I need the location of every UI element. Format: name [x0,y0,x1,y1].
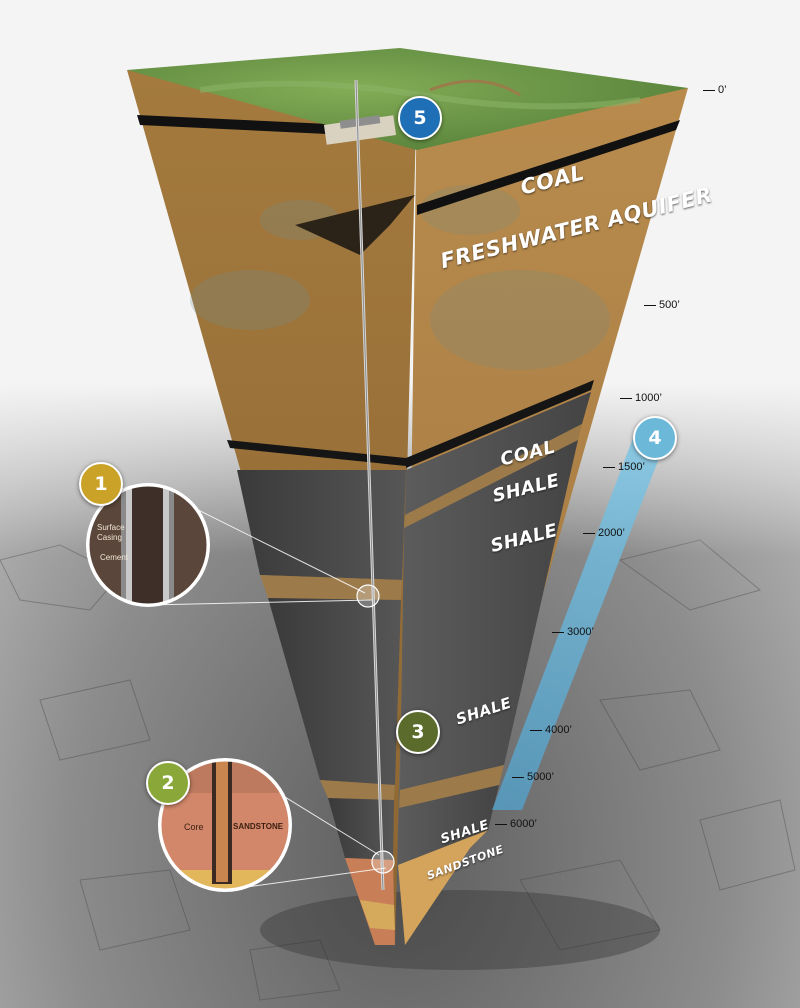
inset-core [158,758,292,892]
inset-casing [86,483,210,607]
column-shadow [260,890,660,970]
callout-target-1 [356,584,380,608]
blue-depth-band [492,425,672,810]
callout-target-2 [371,850,395,874]
column-right-face [398,88,688,945]
column-left-face [127,70,417,945]
